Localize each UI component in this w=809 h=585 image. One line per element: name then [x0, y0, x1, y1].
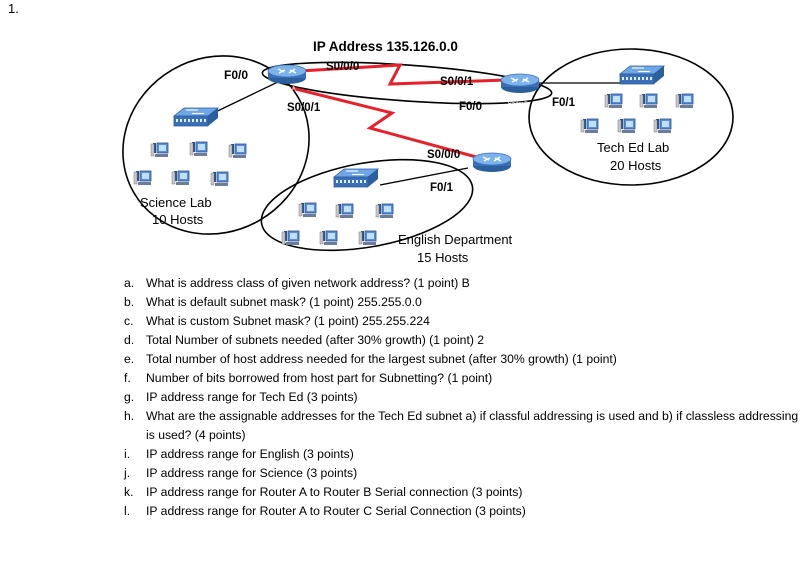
question-letter: g.: [124, 390, 135, 404]
question-text: IP address range for Tech Ed (3 points): [146, 390, 358, 404]
question-item: e. Total number of host address needed fo…: [124, 350, 804, 369]
question-text: What is default subnet mask? (1 point) 2…: [146, 295, 422, 309]
question-item: g. IP address range for Tech Ed (3 points…: [124, 388, 804, 407]
switch-tech-icon: [619, 65, 665, 85]
question-text: What is address class of given network a…: [146, 276, 470, 290]
question-letter: a.: [124, 276, 135, 290]
question-item: b. What is default subnet mask? (1 point)…: [124, 293, 804, 312]
question-item: h. What are the assignable addresses for …: [124, 407, 804, 445]
question-text: IP address range for Science (3 points): [146, 466, 358, 480]
pc-icon: [617, 118, 636, 134]
pc-icon: [150, 142, 169, 158]
router-b-label: Router B: [508, 101, 528, 107]
science-lab-hosts: 10 Hosts: [152, 212, 204, 227]
question-letter: j.: [124, 466, 131, 480]
router-ab-boundary: [261, 61, 553, 105]
pc-icon: [228, 143, 247, 159]
science-lab-name: Science Lab: [140, 195, 212, 210]
question-item: k. IP address range for Router A to Route…: [124, 483, 804, 502]
router-a-label: Router A: [276, 86, 296, 92]
pc-icon: [653, 118, 672, 134]
pc-icon: [298, 202, 317, 218]
question-text: IP address range for Router A to Router …: [146, 504, 526, 518]
question-letter: k.: [124, 485, 134, 499]
question-item: i. IP address range for English (3 points…: [124, 445, 804, 464]
question-letter: c.: [124, 314, 134, 328]
question-letter: b.: [124, 295, 135, 309]
router-c-s0-0-0-label: S0/0/0: [427, 149, 460, 161]
question-item: j. IP address range for Science (3 points…: [124, 464, 804, 483]
question-item: c. What is custom Subnet mask? (1 point) …: [124, 312, 804, 331]
router-a-f0-0-label: F0/0: [224, 68, 248, 82]
question-text: Total Number of subnets needed (after 30…: [146, 333, 485, 347]
pc-icon: [639, 93, 658, 109]
pc-icon: [335, 203, 354, 219]
pc-icon: [675, 93, 694, 109]
pc-icon: [171, 170, 190, 186]
tech-ed-lab-boundary: [528, 48, 734, 186]
question-letter: i.: [124, 447, 131, 461]
english-department-hosts: 15 Hosts: [417, 250, 469, 265]
serial-link-router-a-router-c: [291, 86, 481, 160]
router-a-icon: [267, 64, 307, 85]
question-letter: e.: [124, 352, 135, 366]
pc-icon: [210, 171, 229, 187]
question-letter: d.: [124, 333, 135, 347]
question-letter: h.: [124, 409, 135, 423]
pc-icon: [580, 118, 599, 134]
pc-icon: [375, 203, 394, 219]
problem-number: 1.: [8, 1, 19, 16]
tech-ed-lab-hosts: 20 Hosts: [610, 158, 662, 173]
router-b-icon: [500, 73, 540, 94]
question-list: a. What is address class of given network…: [124, 274, 804, 521]
question-item: f. Number of bits borrowed from host part…: [124, 369, 804, 388]
question-text: Number of bits borrowed from host part f…: [146, 371, 493, 385]
router-c-f0-1-label: F0/1: [430, 182, 454, 194]
pc-icon: [133, 170, 152, 186]
router-b-f0-1-label: F0/1: [552, 97, 576, 109]
router-a-s0-0-0-label: S0/0/0: [326, 61, 359, 73]
science-lab-boundary: [122, 55, 310, 235]
pc-icon: [358, 230, 377, 246]
question-text: What are the assignable addresses for th…: [146, 409, 799, 442]
router-c-icon: [472, 152, 512, 173]
diagram-title: IP Address 135.126.0.0: [313, 39, 458, 54]
pc-icon: [281, 230, 300, 246]
question-item: a. What is address class of given network…: [124, 274, 804, 293]
question-item: l. IP address range for Router A to Route…: [124, 502, 804, 521]
question-letter: l.: [124, 504, 131, 518]
network-diagram: Router A Router B Router C IP Address 13…: [122, 39, 734, 265]
tech-ed-lab-name: Tech Ed Lab: [597, 140, 669, 155]
question-item: d. Total Number of subnets needed (after …: [124, 331, 804, 350]
pc-icon: [189, 141, 208, 157]
switch-science-icon: [173, 107, 219, 127]
switch-english-icon: [333, 168, 379, 188]
serial-link-router-a-router-b: [299, 63, 508, 86]
question-text: IP address range for Router A to Router …: [146, 485, 523, 499]
pc-icon: [319, 230, 338, 246]
question-text: What is custom Subnet mask? (1 point) 25…: [146, 314, 430, 328]
link-router-c-switch-english: [379, 167, 469, 186]
question-text: Total number of host address needed for …: [146, 352, 617, 366]
router-a-s0-0-1-label: S0/0/1: [287, 102, 321, 114]
question-text: IP address range for English (3 points): [146, 447, 354, 461]
question-letter: f.: [124, 371, 131, 385]
router-c-label: Router C: [482, 173, 502, 179]
english-department-boundary: [260, 158, 474, 252]
router-b-f0-0-label: F0/0: [459, 101, 482, 113]
router-b-s0-0-1-label: S0/0/1: [440, 76, 474, 88]
pc-icon: [604, 93, 623, 109]
english-department-name: English Department: [398, 232, 513, 247]
